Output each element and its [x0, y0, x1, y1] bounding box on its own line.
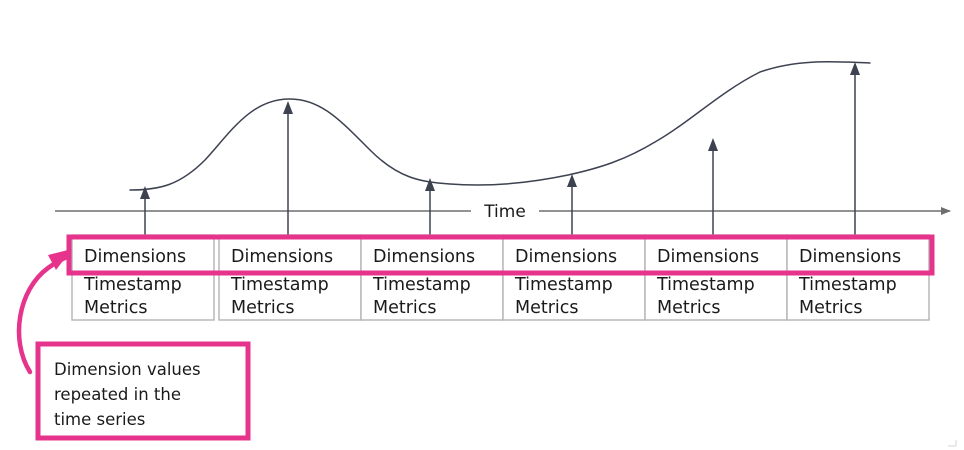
record-box[interactable] — [786, 234, 930, 321]
callout-pointer-arrowhead — [48, 249, 72, 270]
record-field-dimensions: Dimensions — [657, 247, 759, 267]
time-axis-group: Time — [55, 202, 951, 222]
callout-text: Dimension values repeated in the time seri… — [54, 360, 201, 429]
sample-marker-arrowhead-4 — [567, 174, 577, 187]
record-field-timestamp: Timestamp — [514, 275, 613, 295]
record-field-timestamp: Timestamp — [230, 275, 329, 295]
record-field-dimensions: Dimensions — [515, 247, 617, 267]
sample-markers-group — [140, 62, 860, 235]
callout-line-3: time series — [54, 410, 145, 429]
record-field-timestamp: Timestamp — [83, 275, 182, 295]
time-axis-label: Time — [483, 202, 526, 222]
sample-marker-arrowhead-1 — [140, 186, 150, 199]
record-field-metrics: Metrics — [231, 298, 295, 318]
record-field-dimensions: Dimensions — [373, 247, 475, 267]
sample-marker-arrowhead-3 — [425, 178, 435, 191]
record-box[interactable] — [360, 234, 504, 321]
record-field-timestamp: Timestamp — [372, 275, 471, 295]
record-field-dimensions: Dimensions — [231, 247, 333, 267]
sample-marker-arrowhead-6 — [850, 62, 860, 75]
record-field-metrics: Metrics — [515, 298, 579, 318]
callout-line-2: repeated in the — [54, 385, 181, 404]
metric-curve — [129, 60, 871, 191]
record-field-metrics: Metrics — [84, 298, 148, 318]
record-field-metrics: Metrics — [799, 298, 863, 318]
callout-box — [35, 341, 251, 441]
record-box[interactable] — [644, 234, 788, 321]
record-box[interactable] — [71, 234, 215, 321]
record-field-timestamp: Timestamp — [656, 275, 755, 295]
callout-group: Dimension values repeated in the time seri… — [16, 249, 251, 441]
dimensions-row-highlight — [66, 234, 935, 276]
metric-curve-group — [129, 60, 871, 191]
record-field-metrics: Metrics — [373, 298, 437, 318]
record-field-timestamp: Timestamp — [798, 275, 897, 295]
callout-line-1: Dimension values — [54, 360, 201, 379]
record-field-dimensions: Dimensions — [799, 247, 901, 267]
sample-marker-arrowhead-5 — [708, 138, 718, 151]
record-field-dimensions: Dimensions — [84, 247, 186, 267]
record-field-metrics: Metrics — [657, 298, 721, 318]
sample-marker-arrowhead-2 — [283, 101, 293, 114]
corner-watermark-icon — [948, 440, 957, 447]
